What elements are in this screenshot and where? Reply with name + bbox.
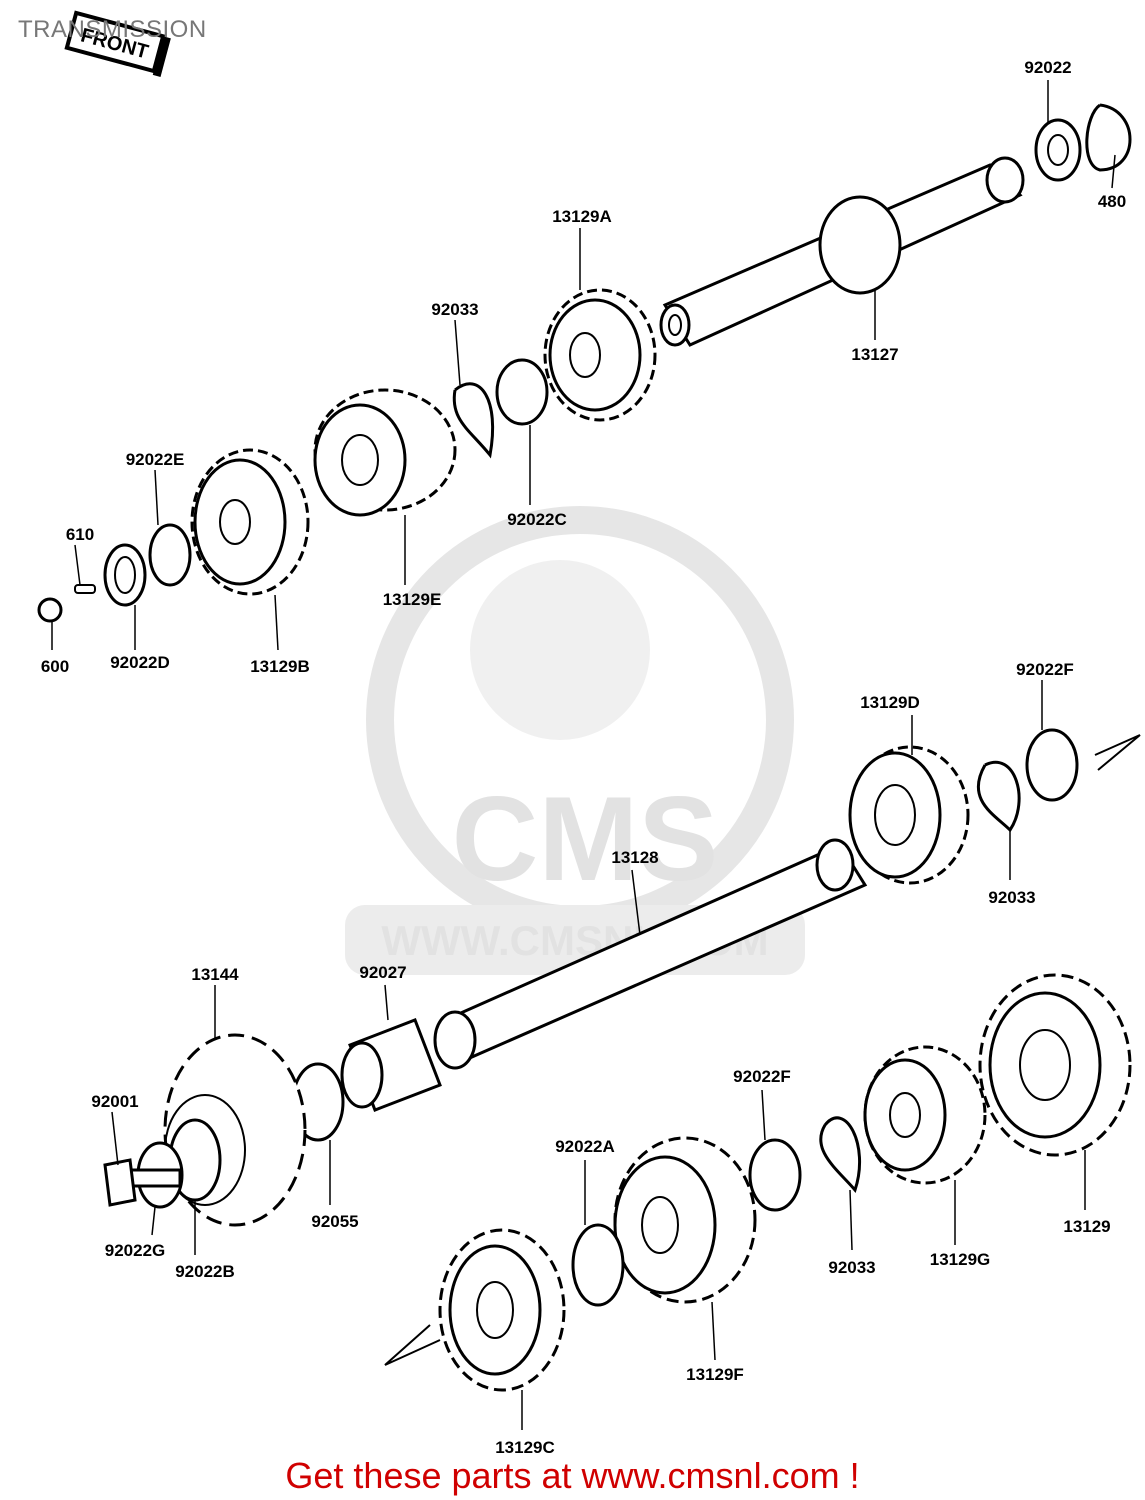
- pin-610: [74, 584, 96, 594]
- washer-92022E: [148, 523, 192, 587]
- label-92022D: 92022D: [110, 653, 170, 672]
- label-480: 480: [1098, 192, 1126, 211]
- label-610: 610: [66, 525, 94, 544]
- label-13129D: 13129D: [860, 693, 920, 712]
- label-13144: 13144: [191, 965, 239, 984]
- label-13129E: 13129E: [383, 590, 442, 609]
- label-13127: 13127: [851, 345, 898, 364]
- label-92022C: 92022C: [507, 510, 567, 529]
- label-13128: 13128: [611, 848, 658, 867]
- gear-13129D: [848, 745, 970, 885]
- label-92022A: 92022A: [555, 1137, 615, 1156]
- label-13129F: 13129F: [686, 1365, 744, 1384]
- label-13129A: 13129A: [552, 207, 612, 226]
- circlip-480: [1085, 103, 1132, 172]
- label-92027: 92027: [359, 963, 406, 982]
- gear-13129C: [438, 1228, 566, 1392]
- parts-link-footer[interactable]: Get these parts at www.cmsnl.com !: [285, 1455, 860, 1496]
- label-92033-bottom: 92033: [828, 1258, 875, 1277]
- label-13129C: 13129C: [495, 1438, 555, 1457]
- watermark-logo: CMS: [452, 772, 719, 906]
- gear-13129B: [190, 448, 310, 596]
- label-13129B: 13129B: [250, 657, 310, 676]
- label-92022F-top: 92022F: [1016, 660, 1074, 679]
- label-92022E: 92022E: [126, 450, 185, 469]
- gear-13129: [978, 973, 1132, 1157]
- page-title: TRANSMISSION: [18, 16, 207, 43]
- label-92033-mid: 92033: [988, 888, 1035, 907]
- circlip-92033-mid: [976, 761, 1021, 833]
- circlip-92033-top: [452, 382, 495, 459]
- input-shaft-13127: [659, 156, 1025, 347]
- gear-13129G: [863, 1045, 987, 1185]
- label-92022F-bottom: 92022F: [733, 1067, 791, 1086]
- arrow-left-indicator: [384, 1324, 441, 1366]
- output-shaft-13128: [433, 838, 868, 1070]
- washer-92022A: [571, 1223, 625, 1307]
- circlip-92033-bottom: [819, 1116, 861, 1194]
- bushing-92027: [340, 1018, 442, 1112]
- washer-92022D: [103, 543, 147, 607]
- washer-92022F-top: [1025, 728, 1079, 802]
- washer-92022F-bottom: [748, 1138, 802, 1212]
- label-92033-top: 92033: [431, 300, 478, 319]
- leader-lines: [51, 80, 1116, 1430]
- bolt-92001: [103, 1158, 182, 1207]
- washer-92022-top: [1034, 118, 1082, 182]
- label-92055: 92055: [311, 1212, 358, 1231]
- gear-13129F: [613, 1136, 757, 1304]
- label-13129G: 13129G: [930, 1250, 991, 1269]
- label-600: 600: [41, 657, 69, 676]
- label-92022G: 92022G: [105, 1241, 166, 1260]
- gear-13129E: [313, 388, 457, 517]
- label-92001: 92001: [91, 1092, 138, 1111]
- arrow-right-indicator: [1094, 734, 1141, 771]
- ball-600: [37, 597, 63, 623]
- washer-92022C: [495, 358, 549, 426]
- gear-13129A: [543, 288, 657, 422]
- label-13129: 13129: [1063, 1217, 1110, 1236]
- part-labels: 92022 480 13129A 13127 92033 92022C 9202…: [41, 58, 1126, 1457]
- label-92022-top: 92022: [1024, 58, 1071, 77]
- label-92022B: 92022B: [175, 1262, 235, 1281]
